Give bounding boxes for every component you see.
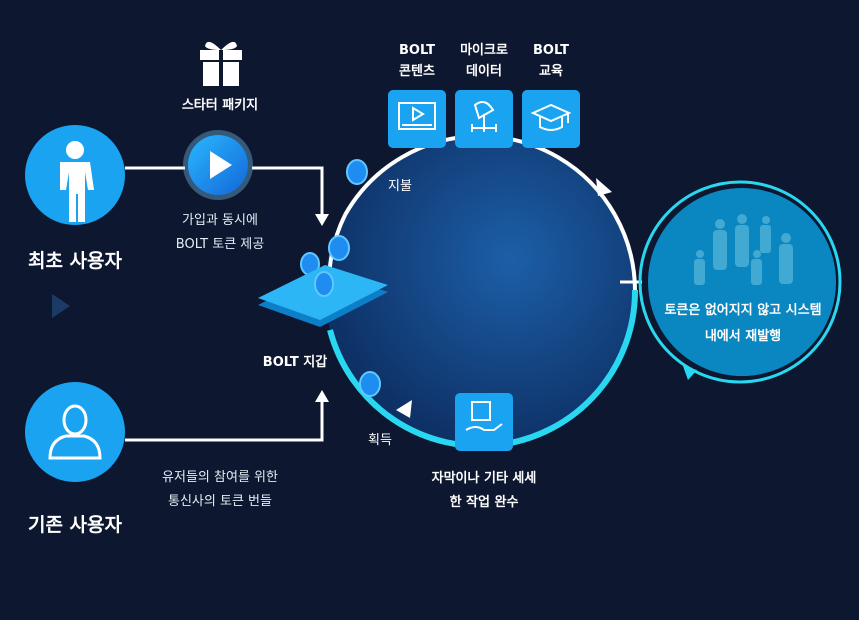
person-outline-icon xyxy=(48,404,102,460)
task-line: 한 작업 완수 xyxy=(449,495,519,510)
earn-label: 획득 xyxy=(368,433,392,448)
reissue-line: 토큰은 없어지지 않고 시스템 xyxy=(664,303,822,318)
satellite-dish-icon xyxy=(471,100,497,132)
people-group-icon xyxy=(694,214,793,285)
cycle-arrow-icon xyxy=(396,400,412,418)
new-user-label: 최초 사용자 xyxy=(27,250,122,272)
signup-note-line: 가입과 동시에 xyxy=(182,213,258,228)
arrow-up-icon xyxy=(315,390,329,402)
cycle-arrow-icon xyxy=(596,178,612,196)
service-line: 데이터 xyxy=(466,64,502,79)
service-line: BOLT xyxy=(399,43,435,58)
signup-note: 가입과 동시에 BOLT 토큰 제공 xyxy=(160,209,280,257)
pay-label: 지불 xyxy=(388,179,412,194)
reissue-line: 내에서 재발행 xyxy=(704,329,782,344)
service-tiles xyxy=(388,90,580,451)
connector-lines xyxy=(125,166,324,442)
service-line: BOLT xyxy=(533,43,569,58)
play-arrow-decor-icon xyxy=(52,294,70,318)
reissue-arrow-icon xyxy=(683,366,697,380)
bundle-note-line: 유저들의 참여를 위한 xyxy=(162,470,278,485)
service-line: 마이크로 xyxy=(460,43,508,58)
arrow-down-icon xyxy=(315,214,329,226)
service-bolt-education-label: BOLT 교육 xyxy=(521,40,581,82)
token-cycle-globe xyxy=(325,135,635,445)
starter-package-label: 스타터 패키지 xyxy=(181,98,259,113)
gift-icon xyxy=(200,41,242,86)
wallet-icon xyxy=(258,265,388,327)
service-line: 콘텐츠 xyxy=(399,64,435,79)
hand-task-icon xyxy=(465,401,503,431)
play-triangle-icon xyxy=(210,151,232,179)
person-silhouette-icon xyxy=(60,141,94,222)
bundle-note-line: 통신사의 토큰 번들 xyxy=(168,494,272,509)
wallet-label: BOLT 지갑 xyxy=(262,355,328,370)
graduation-cap-icon xyxy=(530,103,572,131)
signup-note-line: BOLT 토큰 제공 xyxy=(175,237,265,252)
video-player-icon xyxy=(398,102,436,130)
task-line: 자막이나 기타 세세 xyxy=(431,471,537,486)
coin-icons xyxy=(300,159,381,397)
existing-user-label: 기존 사용자 xyxy=(27,514,122,536)
existing-user-avatar xyxy=(25,382,125,482)
reissue-ring xyxy=(638,180,842,384)
service-bolt-content-label: BOLT 콘텐츠 xyxy=(387,40,447,82)
service-line: 교육 xyxy=(539,64,563,79)
